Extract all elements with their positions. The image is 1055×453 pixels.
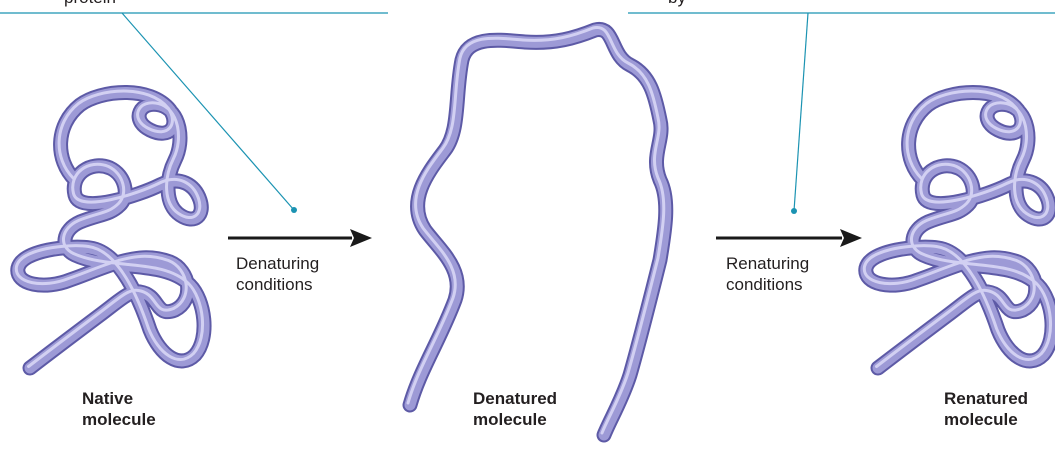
denaturing-label-line2: conditions — [236, 274, 319, 295]
renatured-molecule-shape — [864, 91, 1052, 368]
renatured-molecule-label-line1: Renatured — [944, 388, 1028, 409]
native-molecule-label-line1: Native — [82, 388, 156, 409]
renature-arrow — [716, 229, 862, 247]
top-text-right: by — [668, 0, 686, 8]
renaturing-label-line1: Renaturing — [726, 253, 809, 274]
denatured-molecule-label: Denatured molecule — [473, 388, 557, 430]
callout-line-right-diag — [794, 13, 808, 211]
denaturing-label-line1: Denaturing — [236, 253, 319, 274]
renaturing-label-line2: conditions — [726, 274, 809, 295]
renatured-molecule-label-line2: molecule — [944, 409, 1028, 430]
callout-dot-right — [791, 208, 797, 214]
callout-dot-left — [291, 207, 297, 213]
renatured-molecule-label: Renatured molecule — [944, 388, 1028, 430]
denature-arrow — [228, 229, 372, 247]
renaturing-label: Renaturing conditions — [726, 253, 809, 295]
denatured-molecule-shape — [408, 27, 666, 435]
native-molecule-label: Native molecule — [82, 388, 156, 430]
native-molecule-label-line2: molecule — [82, 409, 156, 430]
native-molecule-shape — [16, 91, 204, 368]
top-text-left: protein — [64, 0, 116, 8]
denaturing-label: Denaturing conditions — [236, 253, 319, 295]
denatured-molecule-label-line2: molecule — [473, 409, 557, 430]
denatured-molecule-label-line1: Denatured — [473, 388, 557, 409]
